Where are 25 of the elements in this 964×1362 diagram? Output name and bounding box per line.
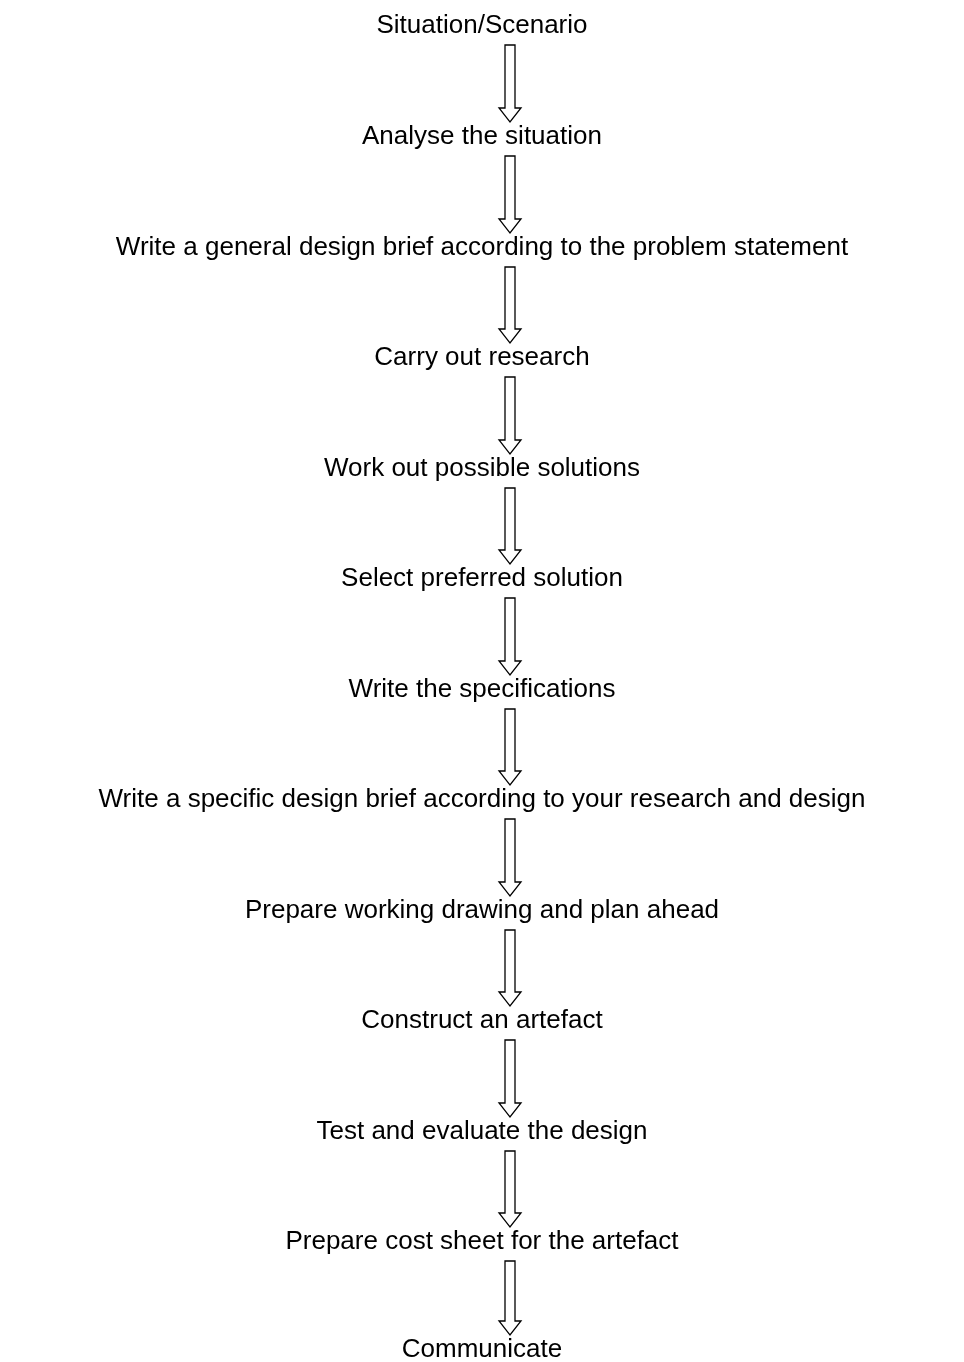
step-label: Write a specific design brief according to your research and design [98, 783, 866, 813]
hollow-arrow [497, 1150, 523, 1229]
hollow-arrow [497, 597, 523, 677]
step-label: Communicate [401, 1333, 563, 1362]
hollow-arrow [497, 266, 523, 345]
step-label: Situation/Scenario [376, 9, 588, 39]
step-label: Construct an artefact [361, 1004, 603, 1034]
step-label: Write the specifications [348, 673, 616, 703]
hollow-arrow [497, 818, 523, 898]
hollow-arrow [497, 1039, 523, 1119]
hollow-arrow [497, 155, 523, 235]
hollow-arrow [497, 1260, 523, 1337]
step-label: Select preferred solution [341, 562, 623, 592]
step-label: Prepare cost sheet for the artefact [285, 1225, 679, 1255]
step-label: Prepare working drawing and plan ahead [244, 894, 720, 924]
step-label: Test and evaluate the design [316, 1115, 648, 1145]
step-label: Analyse the situation [362, 120, 602, 150]
hollow-arrow [497, 708, 523, 787]
hollow-arrow [497, 487, 523, 566]
hollow-arrow [497, 44, 523, 124]
step-label: Write a general design brief according to the problem statement [115, 231, 849, 261]
step-label: Work out possible solutions [324, 452, 640, 482]
hollow-arrow [497, 929, 523, 1008]
step-label: Carry out research [374, 341, 590, 371]
hollow-arrow [497, 376, 523, 456]
